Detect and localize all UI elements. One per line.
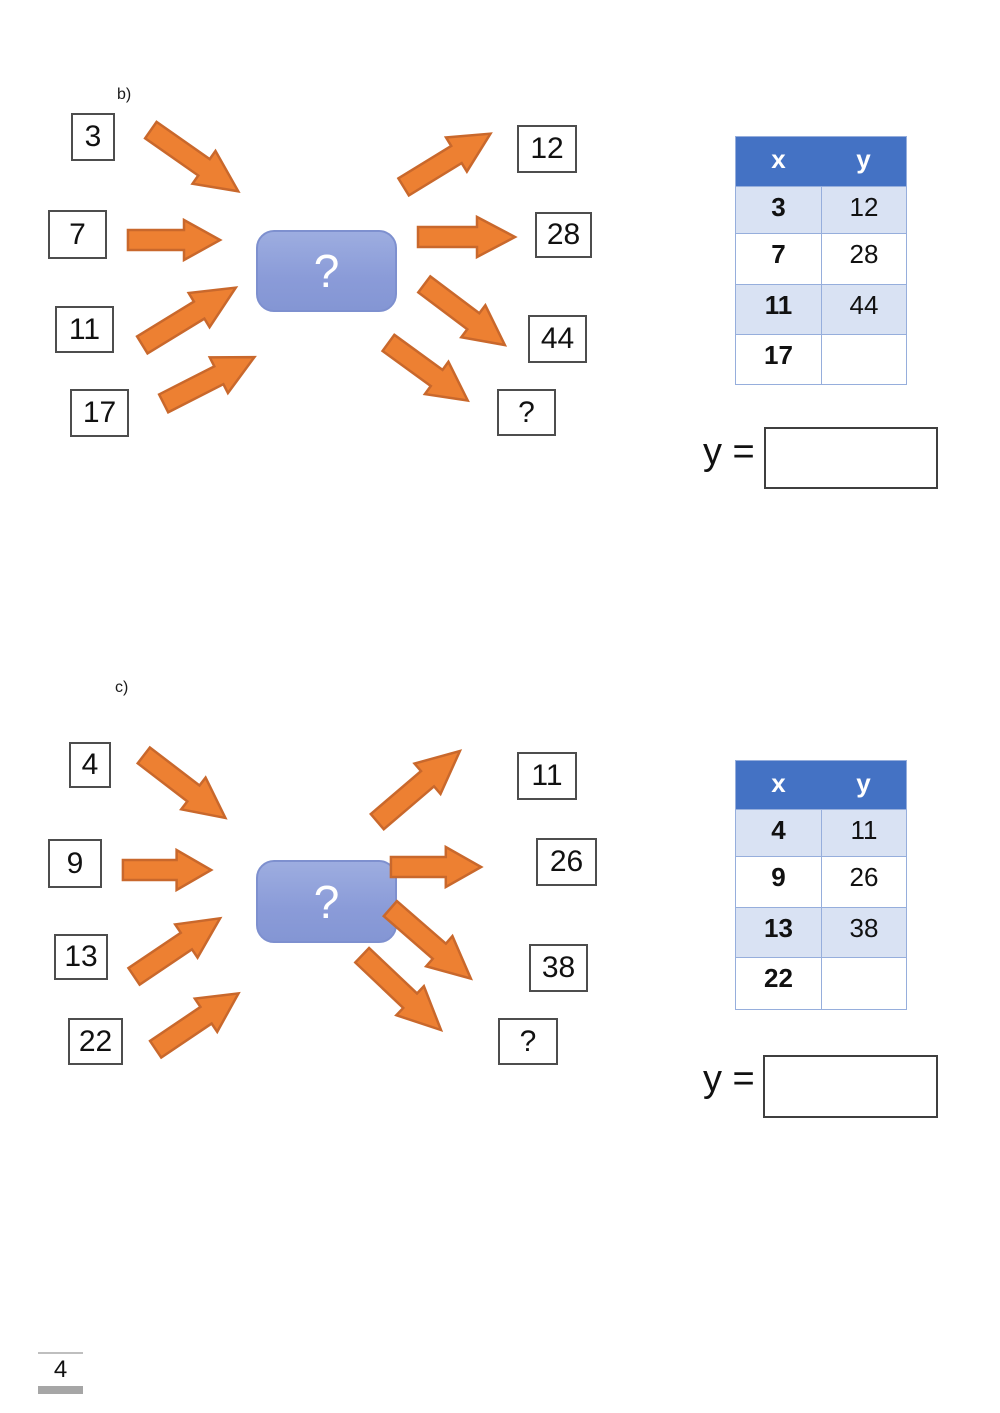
table-header-x: x	[736, 761, 821, 809]
arrow-icon	[391, 114, 504, 206]
arrow-icon	[122, 848, 213, 892]
table-cell: 38	[821, 907, 906, 957]
xy-table: x y 3 12 7 28 11 44 17	[735, 136, 907, 385]
arrow-icon	[417, 215, 517, 259]
output-box: 12	[517, 125, 577, 173]
arrow-icon	[130, 737, 241, 836]
arrow-icon	[390, 845, 483, 889]
output-box: 38	[529, 944, 588, 992]
table-answer-cell[interactable]	[821, 334, 906, 384]
input-box: 3	[71, 113, 115, 161]
arrow-icon	[346, 938, 458, 1047]
arrow-icon	[375, 325, 483, 420]
xy-table: x y 4 11 9 26 13 38 22	[735, 760, 907, 1010]
table-cell: 3	[736, 186, 821, 233]
machine-box: ?	[256, 230, 397, 312]
table-cell: 17	[736, 334, 821, 384]
input-box: 4	[69, 742, 111, 788]
table-answer-cell[interactable]	[821, 957, 906, 1009]
table-header-y: y	[821, 137, 906, 186]
output-box-unknown: ?	[497, 389, 556, 436]
equation-input[interactable]	[764, 427, 938, 489]
table-cell: 28	[821, 233, 906, 284]
section-label-b: b)	[117, 86, 132, 103]
machine-box: ?	[256, 860, 397, 943]
table-cell: 4	[736, 809, 821, 856]
equation-input[interactable]	[763, 1055, 938, 1118]
input-box: 9	[48, 839, 102, 888]
table-cell: 11	[821, 809, 906, 856]
output-box: 28	[535, 212, 592, 258]
input-box: 11	[55, 306, 114, 353]
input-box: 7	[48, 210, 107, 259]
equation-label: y =	[703, 431, 755, 473]
table-cell: 12	[821, 186, 906, 233]
output-box-unknown: ?	[498, 1018, 558, 1065]
arrow-icon	[362, 733, 476, 839]
arrow-icon	[410, 266, 520, 364]
table-cell: 7	[736, 233, 821, 284]
arrow-icon	[137, 111, 252, 210]
section-label-c: c)	[115, 679, 129, 696]
output-box: 44	[528, 315, 587, 363]
input-box: 22	[68, 1018, 123, 1065]
arrow-icon	[153, 337, 267, 424]
table-cell: 44	[821, 284, 906, 334]
arrow-icon	[130, 268, 249, 365]
input-box: 13	[54, 934, 108, 980]
output-box: 26	[536, 838, 597, 886]
table-cell: 11	[736, 284, 821, 334]
page-number-divider	[38, 1352, 83, 1354]
table-header-y: y	[821, 761, 906, 809]
arrow-icon	[121, 899, 234, 995]
arrow-icon	[143, 974, 253, 1068]
table-cell: 26	[821, 856, 906, 907]
page-number: 4	[53, 1356, 68, 1383]
table-cell: 9	[736, 856, 821, 907]
arrow-icon	[127, 218, 222, 262]
output-box: 11	[517, 752, 577, 800]
equation-label: y =	[703, 1058, 755, 1100]
table-cell: 13	[736, 907, 821, 957]
input-box: 17	[70, 389, 129, 437]
page-footer-bar	[38, 1386, 83, 1394]
arrow-icon	[375, 891, 487, 996]
table-header-x: x	[736, 137, 821, 186]
table-cell: 22	[736, 957, 821, 1009]
